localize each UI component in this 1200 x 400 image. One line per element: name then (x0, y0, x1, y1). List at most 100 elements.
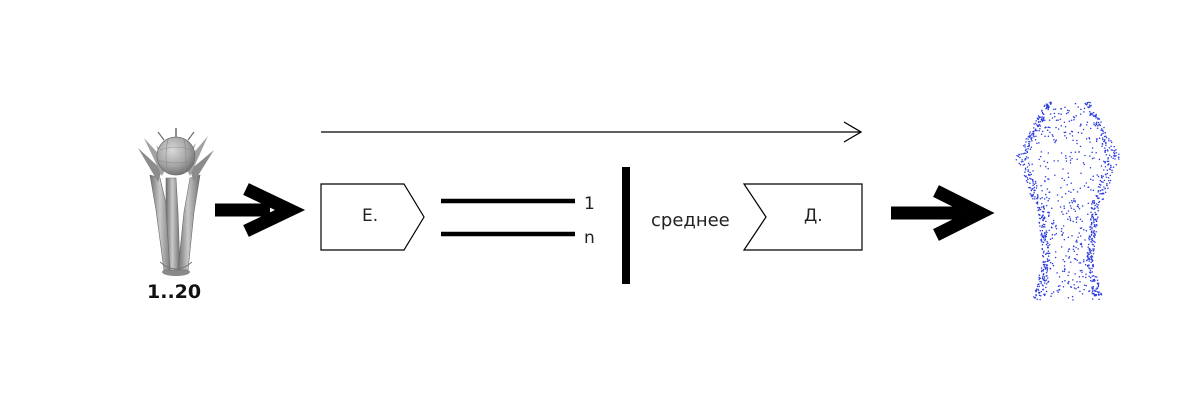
point-cloud-dot (1097, 124, 1099, 127)
point-cloud-dot (1049, 126, 1051, 129)
point-cloud-dot (1068, 256, 1071, 258)
point-cloud-dot (1030, 137, 1033, 139)
point-cloud-dot (1089, 279, 1092, 282)
point-cloud-dot (1093, 233, 1096, 235)
point-cloud-dot (1045, 286, 1047, 289)
point-cloud-dot (1100, 292, 1102, 295)
point-cloud-dot (1031, 178, 1034, 181)
point-cloud-dot (1037, 195, 1039, 197)
point-cloud-dot (1088, 290, 1091, 292)
point-cloud-dot (1106, 172, 1109, 175)
point-cloud-dot (1039, 128, 1041, 130)
point-cloud-dot (1100, 133, 1103, 135)
point-cloud-dot (1067, 281, 1069, 284)
point-cloud-dot (1061, 281, 1064, 283)
point-cloud-dot (1095, 220, 1098, 223)
point-cloud-dot (1091, 275, 1094, 277)
point-cloud-dot (1082, 128, 1085, 131)
point-cloud-dot (1040, 151, 1043, 153)
point-cloud-dot (1047, 199, 1049, 202)
point-cloud-dot (1104, 173, 1107, 176)
point-cloud-dot (1044, 175, 1047, 178)
point-cloud-dot (1054, 115, 1056, 118)
point-cloud-dot (1045, 279, 1048, 281)
point-cloud-dot (1041, 110, 1043, 112)
point-cloud-dot (1069, 218, 1072, 220)
point-cloud-dot (1091, 147, 1094, 149)
point-cloud-dot (1063, 179, 1066, 181)
point-cloud-dot (1093, 280, 1095, 283)
point-cloud-dot (1044, 127, 1046, 129)
point-cloud-dot (1105, 176, 1108, 179)
point-cloud-dot (1097, 282, 1100, 284)
point-cloud-dot (1091, 259, 1094, 262)
point-cloud-dot (1048, 252, 1051, 255)
point-cloud-dot (1092, 285, 1095, 288)
point-cloud-dot (1043, 233, 1046, 235)
point-cloud-dot (1083, 288, 1085, 291)
point-cloud-dot (1035, 187, 1038, 189)
point-cloud-dot (1111, 171, 1113, 174)
point-cloud-dot (1090, 261, 1092, 263)
point-cloud-dot (1091, 267, 1093, 270)
point-cloud-dot (1062, 213, 1064, 215)
point-cloud-dot (1103, 179, 1106, 182)
point-cloud-dot (1063, 205, 1065, 207)
point-cloud-dot (1033, 189, 1036, 192)
point-cloud-dot (1090, 249, 1093, 252)
point-cloud-dot (1099, 293, 1101, 295)
point-cloud-dot (1030, 173, 1033, 176)
point-cloud-dot (1038, 278, 1040, 281)
point-cloud-dot (1025, 148, 1027, 150)
point-cloud-dot (1073, 118, 1075, 121)
point-cloud-dot (1054, 251, 1057, 253)
point-cloud-dot (1067, 250, 1069, 253)
point-cloud-dot (1110, 141, 1113, 144)
point-cloud-dot (1095, 290, 1097, 292)
branch-last-label: n (584, 228, 595, 248)
point-cloud-dot (1093, 236, 1096, 239)
point-cloud-dot (1043, 282, 1046, 284)
point-cloud-dot (1095, 123, 1098, 126)
point-cloud-dot (1088, 260, 1090, 262)
point-cloud-dot (1075, 221, 1078, 223)
point-cloud-dot (1044, 239, 1046, 242)
point-cloud-dot (1093, 230, 1095, 233)
point-cloud-dot (1059, 118, 1062, 120)
point-cloud-dot (1047, 126, 1049, 128)
point-cloud-dot (1080, 124, 1082, 126)
point-cloud-dot (1044, 260, 1047, 263)
point-cloud-dot (1087, 202, 1090, 205)
point-cloud-dot (1059, 284, 1061, 287)
point-cloud-dot (1060, 230, 1063, 232)
point-cloud-dot (1075, 287, 1077, 290)
input-arrow (215, 183, 306, 237)
point-cloud-dot (1051, 237, 1054, 239)
point-cloud-dot (1038, 116, 1041, 118)
point-cloud-dot (1047, 211, 1049, 214)
point-cloud-dot (1087, 254, 1089, 256)
point-cloud-dot (1046, 258, 1049, 260)
point-cloud-dot (1094, 207, 1096, 210)
decoder-block (742, 183, 863, 251)
point-cloud-dot (1093, 248, 1095, 250)
point-cloud-dot (1110, 156, 1113, 158)
point-cloud-dot (1020, 153, 1022, 155)
point-cloud-dot (1043, 250, 1045, 252)
point-cloud-dot (1098, 291, 1100, 293)
point-cloud-dot (1042, 276, 1044, 278)
point-cloud-dot (1075, 241, 1077, 243)
point-cloud-dot (1030, 189, 1033, 192)
point-cloud-dot (1090, 219, 1092, 221)
point-cloud-dot (1112, 149, 1114, 152)
point-cloud-dot (1047, 215, 1050, 217)
point-cloud-dot (1107, 163, 1109, 166)
point-cloud-dot (1095, 288, 1097, 290)
point-cloud-dot (1052, 219, 1055, 222)
point-cloud-dot (1033, 296, 1035, 298)
point-cloud-dot (1070, 207, 1073, 209)
point-cloud-dot (1029, 148, 1032, 151)
point-cloud-dot (1097, 207, 1099, 209)
point-cloud-dot (1098, 183, 1101, 186)
point-cloud-dot (1080, 108, 1082, 111)
